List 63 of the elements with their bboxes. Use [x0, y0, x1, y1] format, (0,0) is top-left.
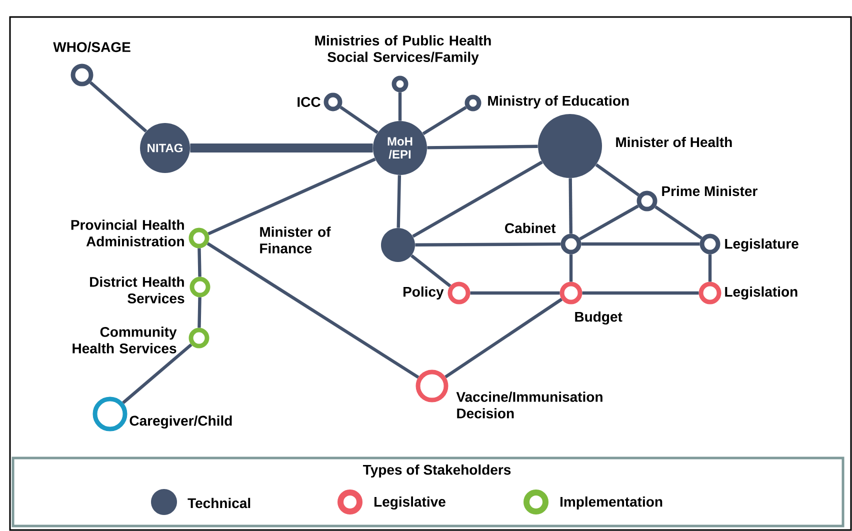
connector-line [708, 254, 712, 282]
node-label: Community Health Services [72, 326, 177, 354]
node-label: Ministries of Public Health Social Services/Family [315, 35, 491, 65]
node-label: Policy [404, 286, 444, 300]
ring-marker [190, 276, 210, 298]
ring-marker [700, 234, 720, 254]
node-label: District Health Services [90, 276, 184, 304]
ring-marker [324, 92, 342, 112]
ring-marker [448, 282, 470, 304]
connector-line [398, 92, 402, 121]
node-label: Caregiver/Child [130, 415, 232, 429]
connector-line [422, 106, 467, 136]
ring-marker [698, 282, 722, 304]
ring-marker [560, 234, 582, 254]
connector-line [569, 254, 573, 282]
ring-marker [92, 396, 128, 432]
legend-text: Technical [188, 498, 250, 508]
connector-line [198, 297, 202, 328]
connector-line [654, 205, 702, 240]
filled-circle [538, 114, 602, 178]
connector-line [396, 175, 402, 228]
ring-marker [188, 328, 210, 348]
node-label: Ministry of Education [488, 95, 629, 109]
connector-line [206, 242, 420, 379]
node-label: Budget [575, 311, 622, 325]
connector-line [470, 291, 560, 295]
legend-title: Types of Stakeholders [363, 464, 511, 478]
connector-line [579, 204, 639, 240]
ring-marker [188, 228, 210, 248]
connector-line [427, 144, 538, 150]
connector-line [595, 163, 640, 196]
ring-marker [416, 370, 448, 402]
ring-marker [392, 76, 408, 92]
connector-line [190, 144, 373, 152]
ring-marker [464, 94, 482, 112]
node-label: ICC [298, 97, 320, 107]
connector-line [415, 242, 561, 246]
connector-line [208, 158, 376, 236]
connector-line [122, 343, 192, 404]
connector-line [340, 106, 378, 134]
connector-line [444, 298, 563, 378]
node-label: Cabinet [505, 222, 556, 234]
node-label: Minister of Health [616, 136, 732, 148]
ring-marker [70, 64, 94, 86]
connector-line [568, 178, 572, 234]
filled-circle [381, 228, 415, 262]
ring-marker [636, 190, 658, 212]
node-label: Legislation [725, 286, 798, 300]
node-label: Minister of Finance [260, 226, 331, 254]
node-label: Prime Minister [662, 186, 758, 196]
connector-line [198, 248, 202, 277]
node-label: Provincial Health Administration [71, 220, 184, 246]
legend-text: Implementation [560, 496, 662, 510]
connector-line [582, 291, 699, 295]
node-label: Vaccine/Immunisation Decision [456, 392, 602, 418]
connector-line [89, 81, 148, 133]
legend-text: Legislative [374, 496, 446, 510]
connector-line [581, 242, 700, 246]
ring-marker [560, 282, 582, 304]
node-label: Legislature [725, 238, 798, 252]
node-label: WHO/SAGE [53, 42, 130, 52]
connector-line [410, 254, 452, 288]
connector-line [412, 160, 543, 238]
